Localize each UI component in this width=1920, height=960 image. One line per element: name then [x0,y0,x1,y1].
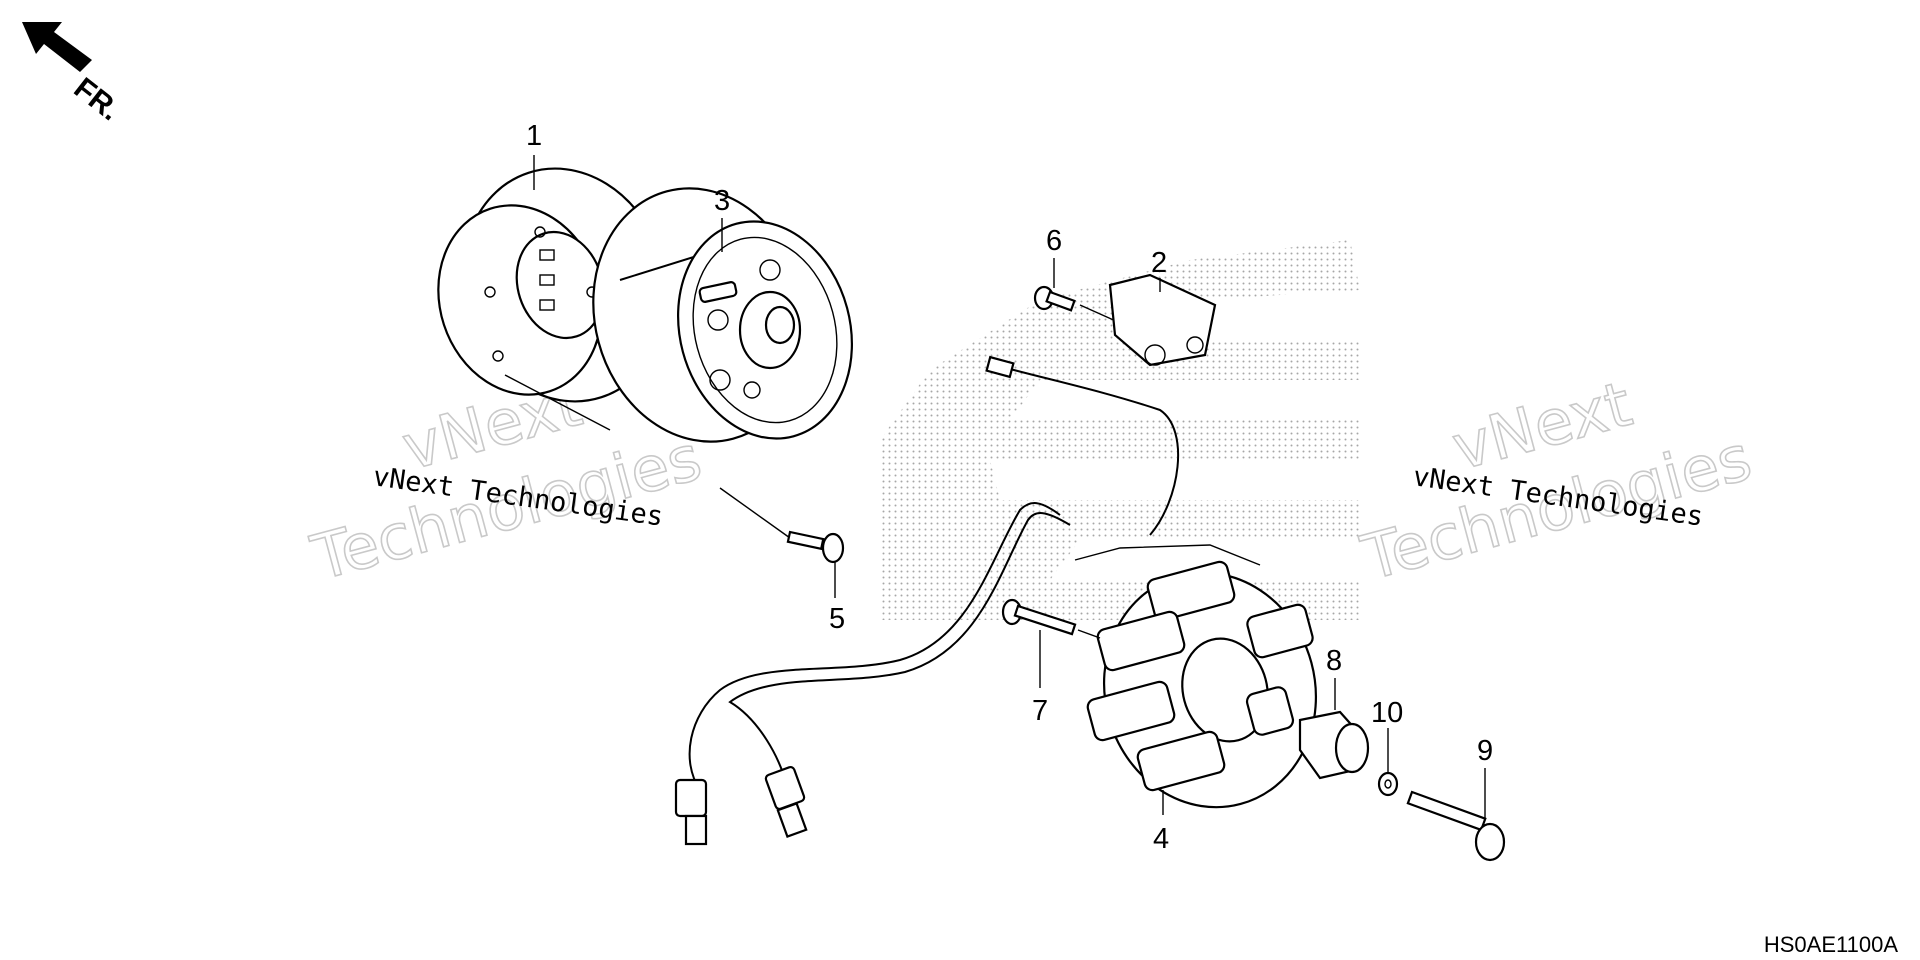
callout-4: 4 [1153,823,1169,855]
callout-10: 10 [1371,697,1403,729]
callout-2: 2 [1151,247,1167,279]
front-direction-label: FR. [68,72,126,128]
washer-part [1377,771,1399,797]
wire-harness-part [674,502,1071,846]
stator-part [1074,544,1318,809]
screw-part [1033,285,1119,323]
callout-6: 6 [1046,225,1062,257]
callout-5: 5 [829,603,845,635]
front-direction-arrow-icon [22,22,92,72]
stator-bolt-part [1001,598,1101,639]
callout-7: 7 [1032,695,1048,727]
callout-9: 9 [1477,735,1493,767]
pulse-generator-part [985,273,1217,536]
long-bolt-part [1406,790,1506,862]
diagram-part-code: HS0AE1100A [1764,932,1898,957]
leader-lines [533,155,1486,820]
background-wing-logo [880,240,1360,620]
collar-part [1298,710,1370,780]
callout-8: 8 [1326,645,1342,677]
watermark-right: vNext Technologies vNext Technologies [1353,366,1759,595]
callout-3: 3 [714,185,730,217]
flywheel-part [592,187,853,443]
callout-1: 1 [526,120,542,152]
flywheel-bolt-part [719,487,845,564]
